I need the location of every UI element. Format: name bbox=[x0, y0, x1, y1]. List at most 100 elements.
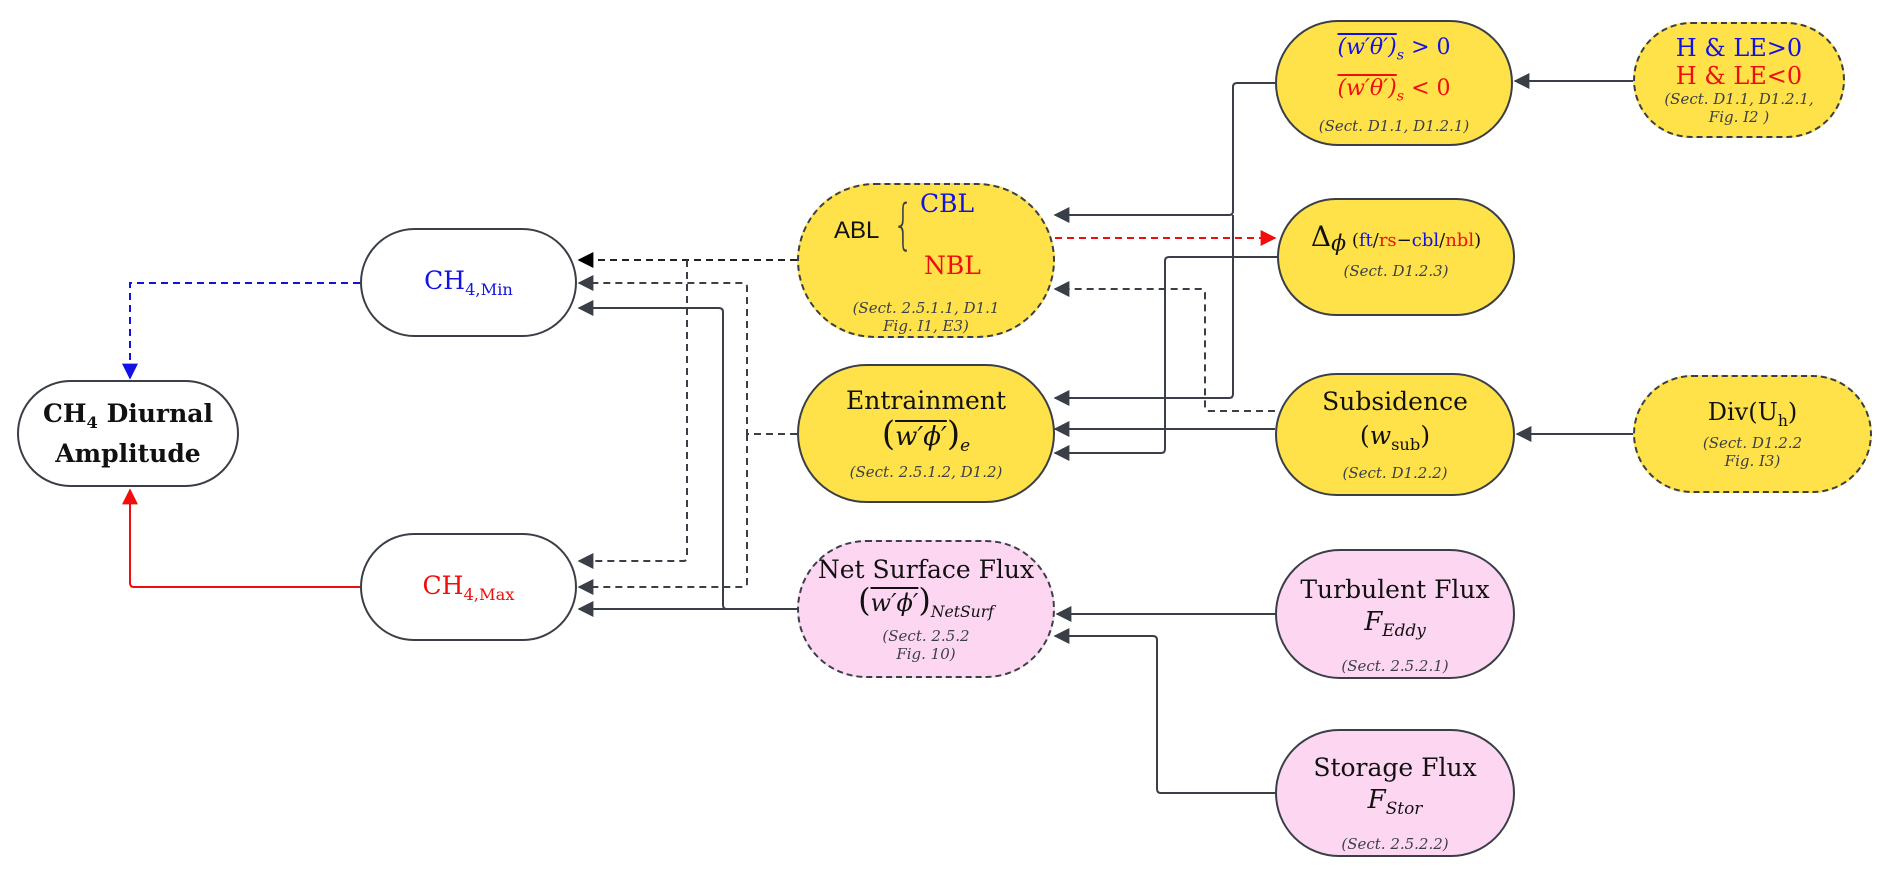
netsurf-expr: (w′ϕ′)NetSurf bbox=[858, 584, 994, 627]
heatflux-ref: (Sect. D1.1, D1.2.1) bbox=[1318, 117, 1470, 136]
ch4min-main: CH bbox=[424, 266, 466, 295]
turbulent-symbol: FEddy bbox=[1364, 605, 1426, 647]
storage-symbol: FStor bbox=[1368, 783, 1423, 825]
paren-open: ( bbox=[881, 413, 896, 454]
node-h-le[interactable]: H & LE>0 H & LE<0 (Sect. D1.1, D1.2.1, F… bbox=[1633, 22, 1845, 138]
netsurf-flux: w′ϕ′ bbox=[870, 589, 919, 618]
div-main: Div(U bbox=[1707, 397, 1778, 426]
subsidence-w: w bbox=[1369, 421, 1392, 450]
node-subsidence[interactable]: Subsidence (wsub) (Sect. D1.2.2) bbox=[1275, 373, 1515, 496]
subsidence-expr: (wsub) bbox=[1360, 417, 1430, 464]
node-delta-phi[interactable]: Δϕ (ft/rs−cbl/nbl) (Sect. D1.2.3) bbox=[1277, 198, 1515, 316]
delta-dash: − bbox=[1396, 230, 1412, 252]
div-title: Div(Uh) bbox=[1708, 398, 1798, 435]
storage-sub: Stor bbox=[1385, 798, 1423, 818]
storage-ref: (Sect. 2.5.2.2) bbox=[1341, 835, 1449, 853]
diurnal-line2: Amplitude bbox=[55, 439, 201, 468]
storage-f: F bbox=[1367, 784, 1386, 815]
edge-ch4max-to-diurnal bbox=[122, 488, 360, 588]
netsurf-sub: NetSurf bbox=[930, 602, 994, 621]
edge-delta-to-entrainment bbox=[1053, 256, 1277, 461]
heatflux-neg-sub: s bbox=[1396, 88, 1405, 105]
node-storage-flux[interactable]: Storage Flux FStor (Sect. 2.5.2.2) bbox=[1275, 729, 1515, 857]
heatflux-pos-sub: s bbox=[1396, 47, 1405, 63]
ch4max-main: CH bbox=[422, 570, 464, 600]
div-ref-line2: Fig. I3) bbox=[1724, 452, 1781, 471]
delta-ft: ft bbox=[1358, 230, 1373, 252]
node-ch4-diurnal-amplitude[interactable]: CH4 Diurnal Amplitude bbox=[17, 380, 239, 487]
paren-close: ) bbox=[946, 413, 961, 454]
heatflux-neg-rel: < 0 bbox=[1404, 76, 1451, 101]
heatflux-positive: (w′θ′)s > 0 bbox=[1338, 31, 1451, 72]
storage-title: Storage Flux bbox=[1313, 752, 1477, 782]
entrainment-ref: (Sect. 2.5.1.2, D1.2) bbox=[849, 463, 1003, 482]
subsidence-sub: sub bbox=[1391, 435, 1421, 454]
node-turbulent-flux[interactable]: Turbulent Flux FEddy (Sect. 2.5.2.1) bbox=[1275, 549, 1515, 679]
node-net-surface-flux[interactable]: Net Surface Flux (w′ϕ′)NetSurf (Sect. 2.… bbox=[797, 540, 1055, 678]
abl-nbl: NBL bbox=[924, 251, 981, 280]
heatflux-pos-rel: > 0 bbox=[1404, 34, 1451, 60]
edge-heatflux-to-entrainment bbox=[1053, 215, 1234, 406]
diurnal-line1: CH4 Diurnal bbox=[43, 398, 213, 438]
node-abl[interactable]: ABL { CBL NBL (Sect. 2.5.1.1, D1.1 Fig. … bbox=[797, 183, 1055, 338]
abl-label: ABL bbox=[834, 217, 880, 244]
edge-entrainment-to-ch4max bbox=[577, 434, 748, 595]
delta-ref: (Sect. D1.2.3) bbox=[1343, 261, 1449, 280]
abl-cbl: CBL bbox=[920, 189, 975, 218]
abl-ref-line1: (Sect. 2.5.1.1, D1.1 bbox=[852, 299, 1000, 317]
paren-close: ) bbox=[1420, 421, 1431, 450]
turbulent-ref: (Sect. 2.5.2.1) bbox=[1341, 657, 1449, 675]
entrainment-expr: (w′ϕ′)e bbox=[882, 416, 970, 463]
delta-slash1: / bbox=[1372, 230, 1379, 252]
diurnal-ch: CH bbox=[43, 399, 87, 428]
node-surface-heat-flux[interactable]: (w′θ′)s > 0 (w′θ′)s < 0 (Sect. D1.1, D1.… bbox=[1275, 20, 1513, 146]
abl-label-group: ABL { CBL NBL bbox=[816, 189, 1036, 280]
node-entrainment[interactable]: Entrainment (w′ϕ′)e (Sect. 2.5.1.2, D1.2… bbox=[797, 364, 1055, 503]
delta-symbol: Δ bbox=[1310, 220, 1332, 254]
delta-open: ( bbox=[1346, 230, 1359, 252]
delta-expr: Δϕ (ft/rs−cbl/nbl) bbox=[1311, 220, 1481, 262]
hle-ref-line2: Fig. I2 ) bbox=[1708, 108, 1770, 126]
delta-nbl: nbl bbox=[1445, 230, 1475, 252]
abl-brace: { bbox=[892, 193, 914, 256]
paren-close: ) bbox=[918, 581, 931, 620]
heatflux-pos-expr: (w′θ′) bbox=[1337, 34, 1397, 60]
turbulent-f: F bbox=[1364, 606, 1383, 637]
turbulent-title: Turbulent Flux bbox=[1300, 574, 1490, 604]
edge-abl-to-ch4max bbox=[577, 260, 688, 569]
node-ch4-min[interactable]: CH4,Min bbox=[360, 228, 577, 337]
subsidence-ref: (Sect. D1.2.2) bbox=[1342, 464, 1448, 482]
div-sub: h bbox=[1777, 411, 1788, 430]
delta-close: ) bbox=[1474, 230, 1482, 252]
edge-ch4min-to-diurnal bbox=[122, 282, 360, 380]
hle-negative: H & LE<0 bbox=[1675, 62, 1803, 90]
netsurf-title: Net Surface Flux bbox=[817, 555, 1035, 585]
ch4max-label: CH4,Max bbox=[423, 571, 515, 604]
entrainment-title: Entrainment bbox=[846, 385, 1006, 415]
edge-storage-to-netsurf bbox=[1053, 628, 1275, 794]
netsurf-ref-line1: (Sect. 2.5.2 bbox=[882, 626, 970, 645]
netsurf-ref-line2: Fig. 10) bbox=[896, 644, 956, 663]
heatflux-negative: (w′θ′)s < 0 bbox=[1338, 72, 1451, 113]
subsidence-title: Subsidence bbox=[1322, 387, 1468, 416]
paren-open: ( bbox=[858, 581, 871, 620]
hle-positive: H & LE>0 bbox=[1675, 34, 1803, 62]
paren-open: ( bbox=[1359, 421, 1370, 450]
delta-slash2: / bbox=[1439, 230, 1446, 252]
div-close: ) bbox=[1787, 397, 1798, 426]
entrainment-sub: e bbox=[960, 435, 971, 456]
abl-ref-line2: Fig. I1, E3) bbox=[883, 317, 969, 335]
heatflux-neg-expr: (w′θ′) bbox=[1337, 76, 1397, 101]
turbulent-sub: Eddy bbox=[1382, 620, 1426, 640]
edge-heatflux-to-abl bbox=[1053, 82, 1275, 223]
delta-cbl: cbl bbox=[1411, 230, 1440, 252]
diurnal-sub: 4 bbox=[86, 413, 98, 432]
node-ch4-max[interactable]: CH4,Max bbox=[360, 533, 577, 641]
edge-netsurf-to-ch4min bbox=[577, 300, 728, 610]
entrainment-flux: w′ϕ′ bbox=[895, 421, 947, 452]
div-ref-line1: (Sect. D1.2.2 bbox=[1702, 434, 1803, 453]
hle-ref-line1: (Sect. D1.1, D1.2.1, bbox=[1664, 90, 1814, 108]
delta-rs: rs bbox=[1378, 230, 1397, 252]
node-divergence[interactable]: Div(Uh) (Sect. D1.2.2 Fig. I3) bbox=[1633, 375, 1872, 493]
